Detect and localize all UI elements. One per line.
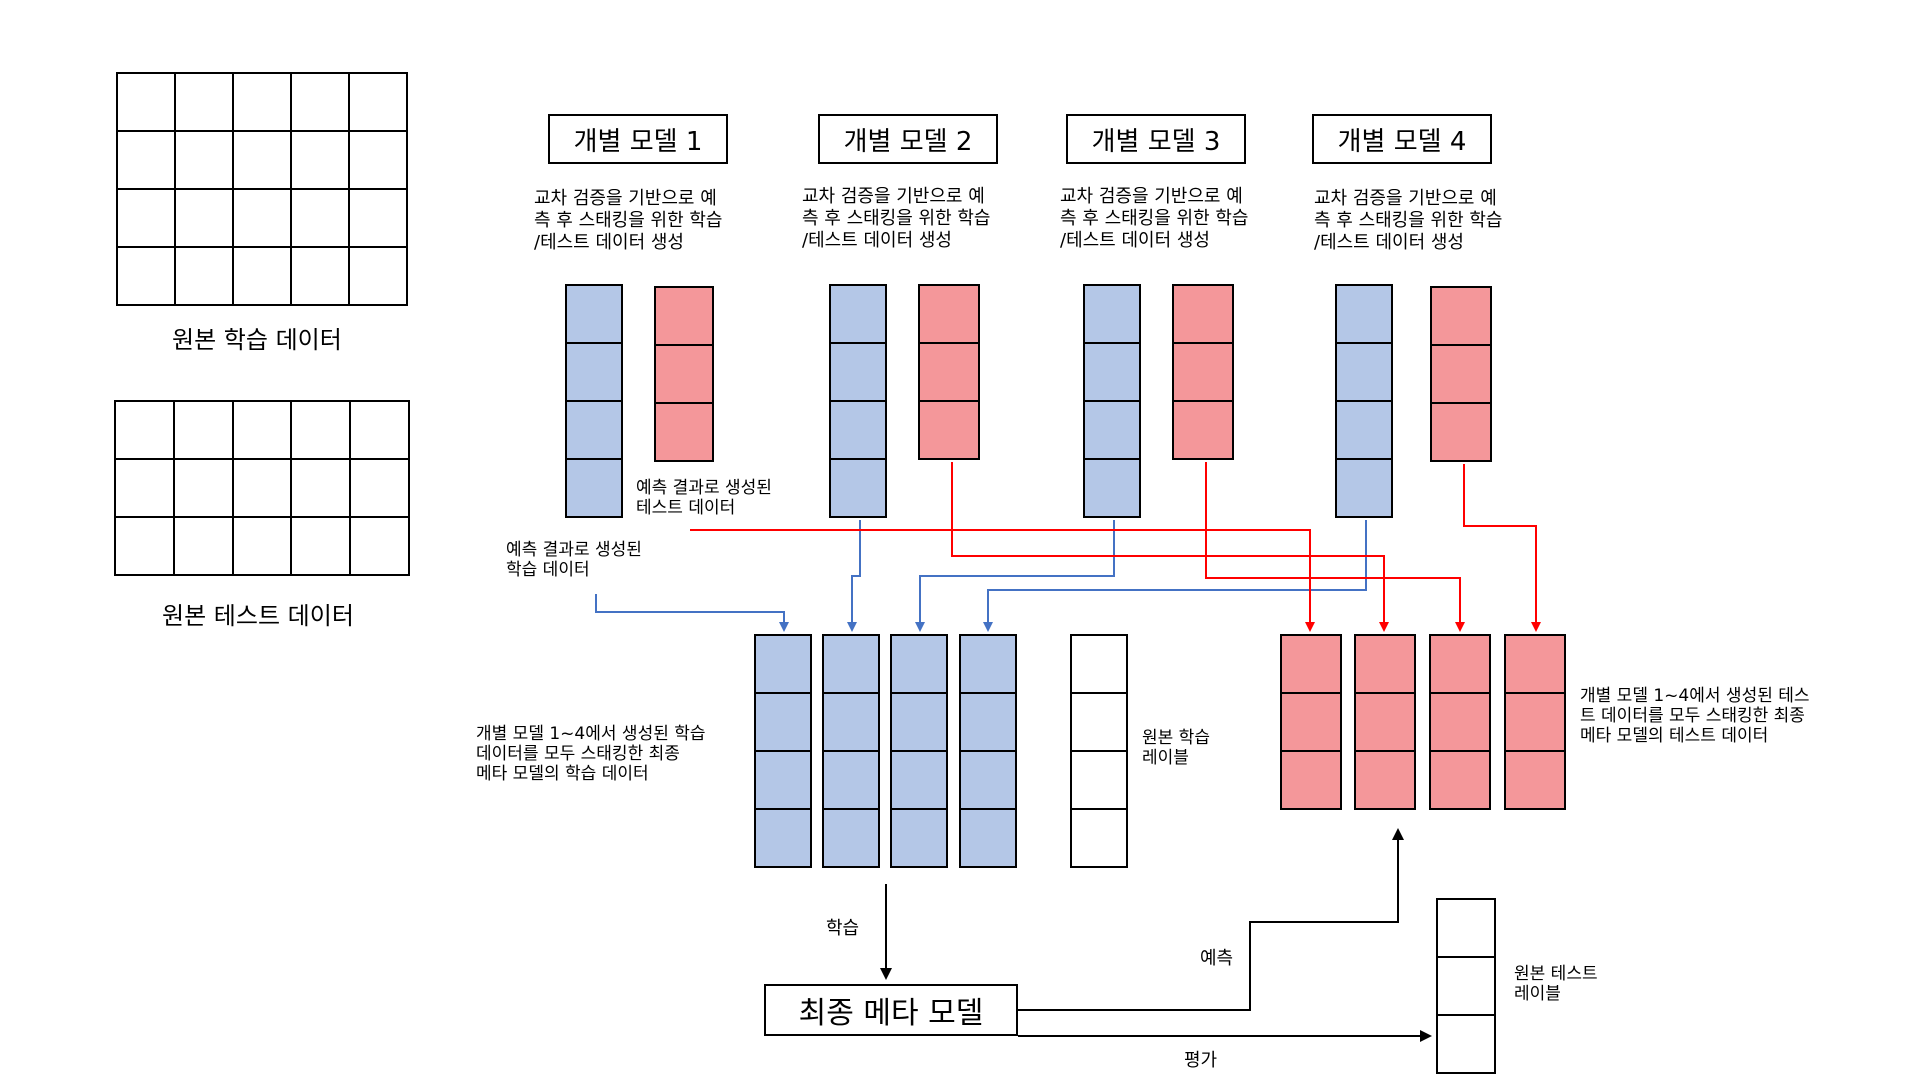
pred-train-label: 예측 결과로 생성된 학습 데이터: [506, 540, 642, 580]
model-4-title: 개별 모델 4: [1312, 114, 1492, 164]
stacked-train-col-2: [822, 634, 880, 868]
predict-arrow-label: 예측: [1200, 948, 1234, 969]
model-1-train-predictions: [565, 284, 623, 518]
train-arrow-label: 학습: [826, 918, 860, 939]
model-4-desc: 교차 검증을 기반으로 예 측 후 스태킹을 위한 학습 /테스트 데이터 생성: [1314, 188, 1503, 253]
model-1-desc: 교차 검증을 기반으로 예 측 후 스태킹을 위한 학습 /테스트 데이터 생성: [534, 188, 723, 253]
stacked-test-label: 개별 모델 1~4에서 생성된 테스 트 데이터를 모두 스태킹한 최종 메타 …: [1580, 686, 1810, 746]
model-2-train-predictions: [829, 284, 887, 518]
model-2-desc: 교차 검증을 기반으로 예 측 후 스태킹을 위한 학습 /테스트 데이터 생성: [802, 186, 991, 251]
model-3-desc: 교차 검증을 기반으로 예 측 후 스태킹을 위한 학습 /테스트 데이터 생성: [1060, 186, 1249, 251]
arrow-test-1: [690, 529, 1315, 632]
arrow-test-2: [951, 462, 1389, 632]
stacked-test-col-2: [1354, 634, 1416, 810]
stacked-test-col-4: [1504, 634, 1566, 810]
arrow-predict: [1018, 828, 1404, 1011]
arrow-train-2: [847, 520, 861, 632]
model-1-test-predictions: [654, 286, 714, 462]
original-test-label-column: [1436, 898, 1496, 1074]
model-4-train-predictions: [1335, 284, 1393, 518]
stacked-test-col-1: [1280, 634, 1342, 810]
original-train-label: 원본 학습 데이터: [172, 326, 342, 354]
model-2-title: 개별 모델 2: [818, 114, 998, 164]
pred-test-label: 예측 결과로 생성된 테스트 데이터: [636, 478, 772, 518]
model-3-train-predictions: [1083, 284, 1141, 518]
orig-test-label-label: 원본 테스트 레이블: [1514, 964, 1598, 1004]
arrow-train-1: [595, 594, 789, 632]
original-train-grid: [116, 72, 408, 306]
stacked-train-label: 개별 모델 1~4에서 생성된 학습 데이터를 모두 스태킹한 최종 메타 모델…: [476, 724, 706, 784]
original-test-label: 원본 테스트 데이터: [162, 602, 354, 630]
evaluate-arrow-label: 평가: [1184, 1050, 1218, 1071]
arrow-test-3: [1205, 462, 1465, 632]
stacked-train-col-3: [890, 634, 948, 868]
stacked-train-col-4: [959, 634, 1017, 868]
final-meta-model: 최종 메타 모델: [764, 984, 1018, 1036]
stacked-test-col-3: [1429, 634, 1491, 810]
stacked-train-col-1: [754, 634, 812, 868]
model-2-test-predictions: [918, 284, 980, 460]
model-3-title: 개별 모델 3: [1066, 114, 1246, 164]
model-3-test-predictions: [1172, 284, 1234, 460]
original-train-label-column: [1070, 634, 1128, 868]
original-test-grid: [114, 400, 410, 576]
orig-train-label-label: 원본 학습 레이블: [1142, 728, 1210, 768]
arrow-train-3: [915, 520, 1115, 632]
model-1-title: 개별 모델 1: [548, 114, 728, 164]
arrow-test-4: [1463, 464, 1541, 632]
model-4-test-predictions: [1430, 286, 1492, 462]
